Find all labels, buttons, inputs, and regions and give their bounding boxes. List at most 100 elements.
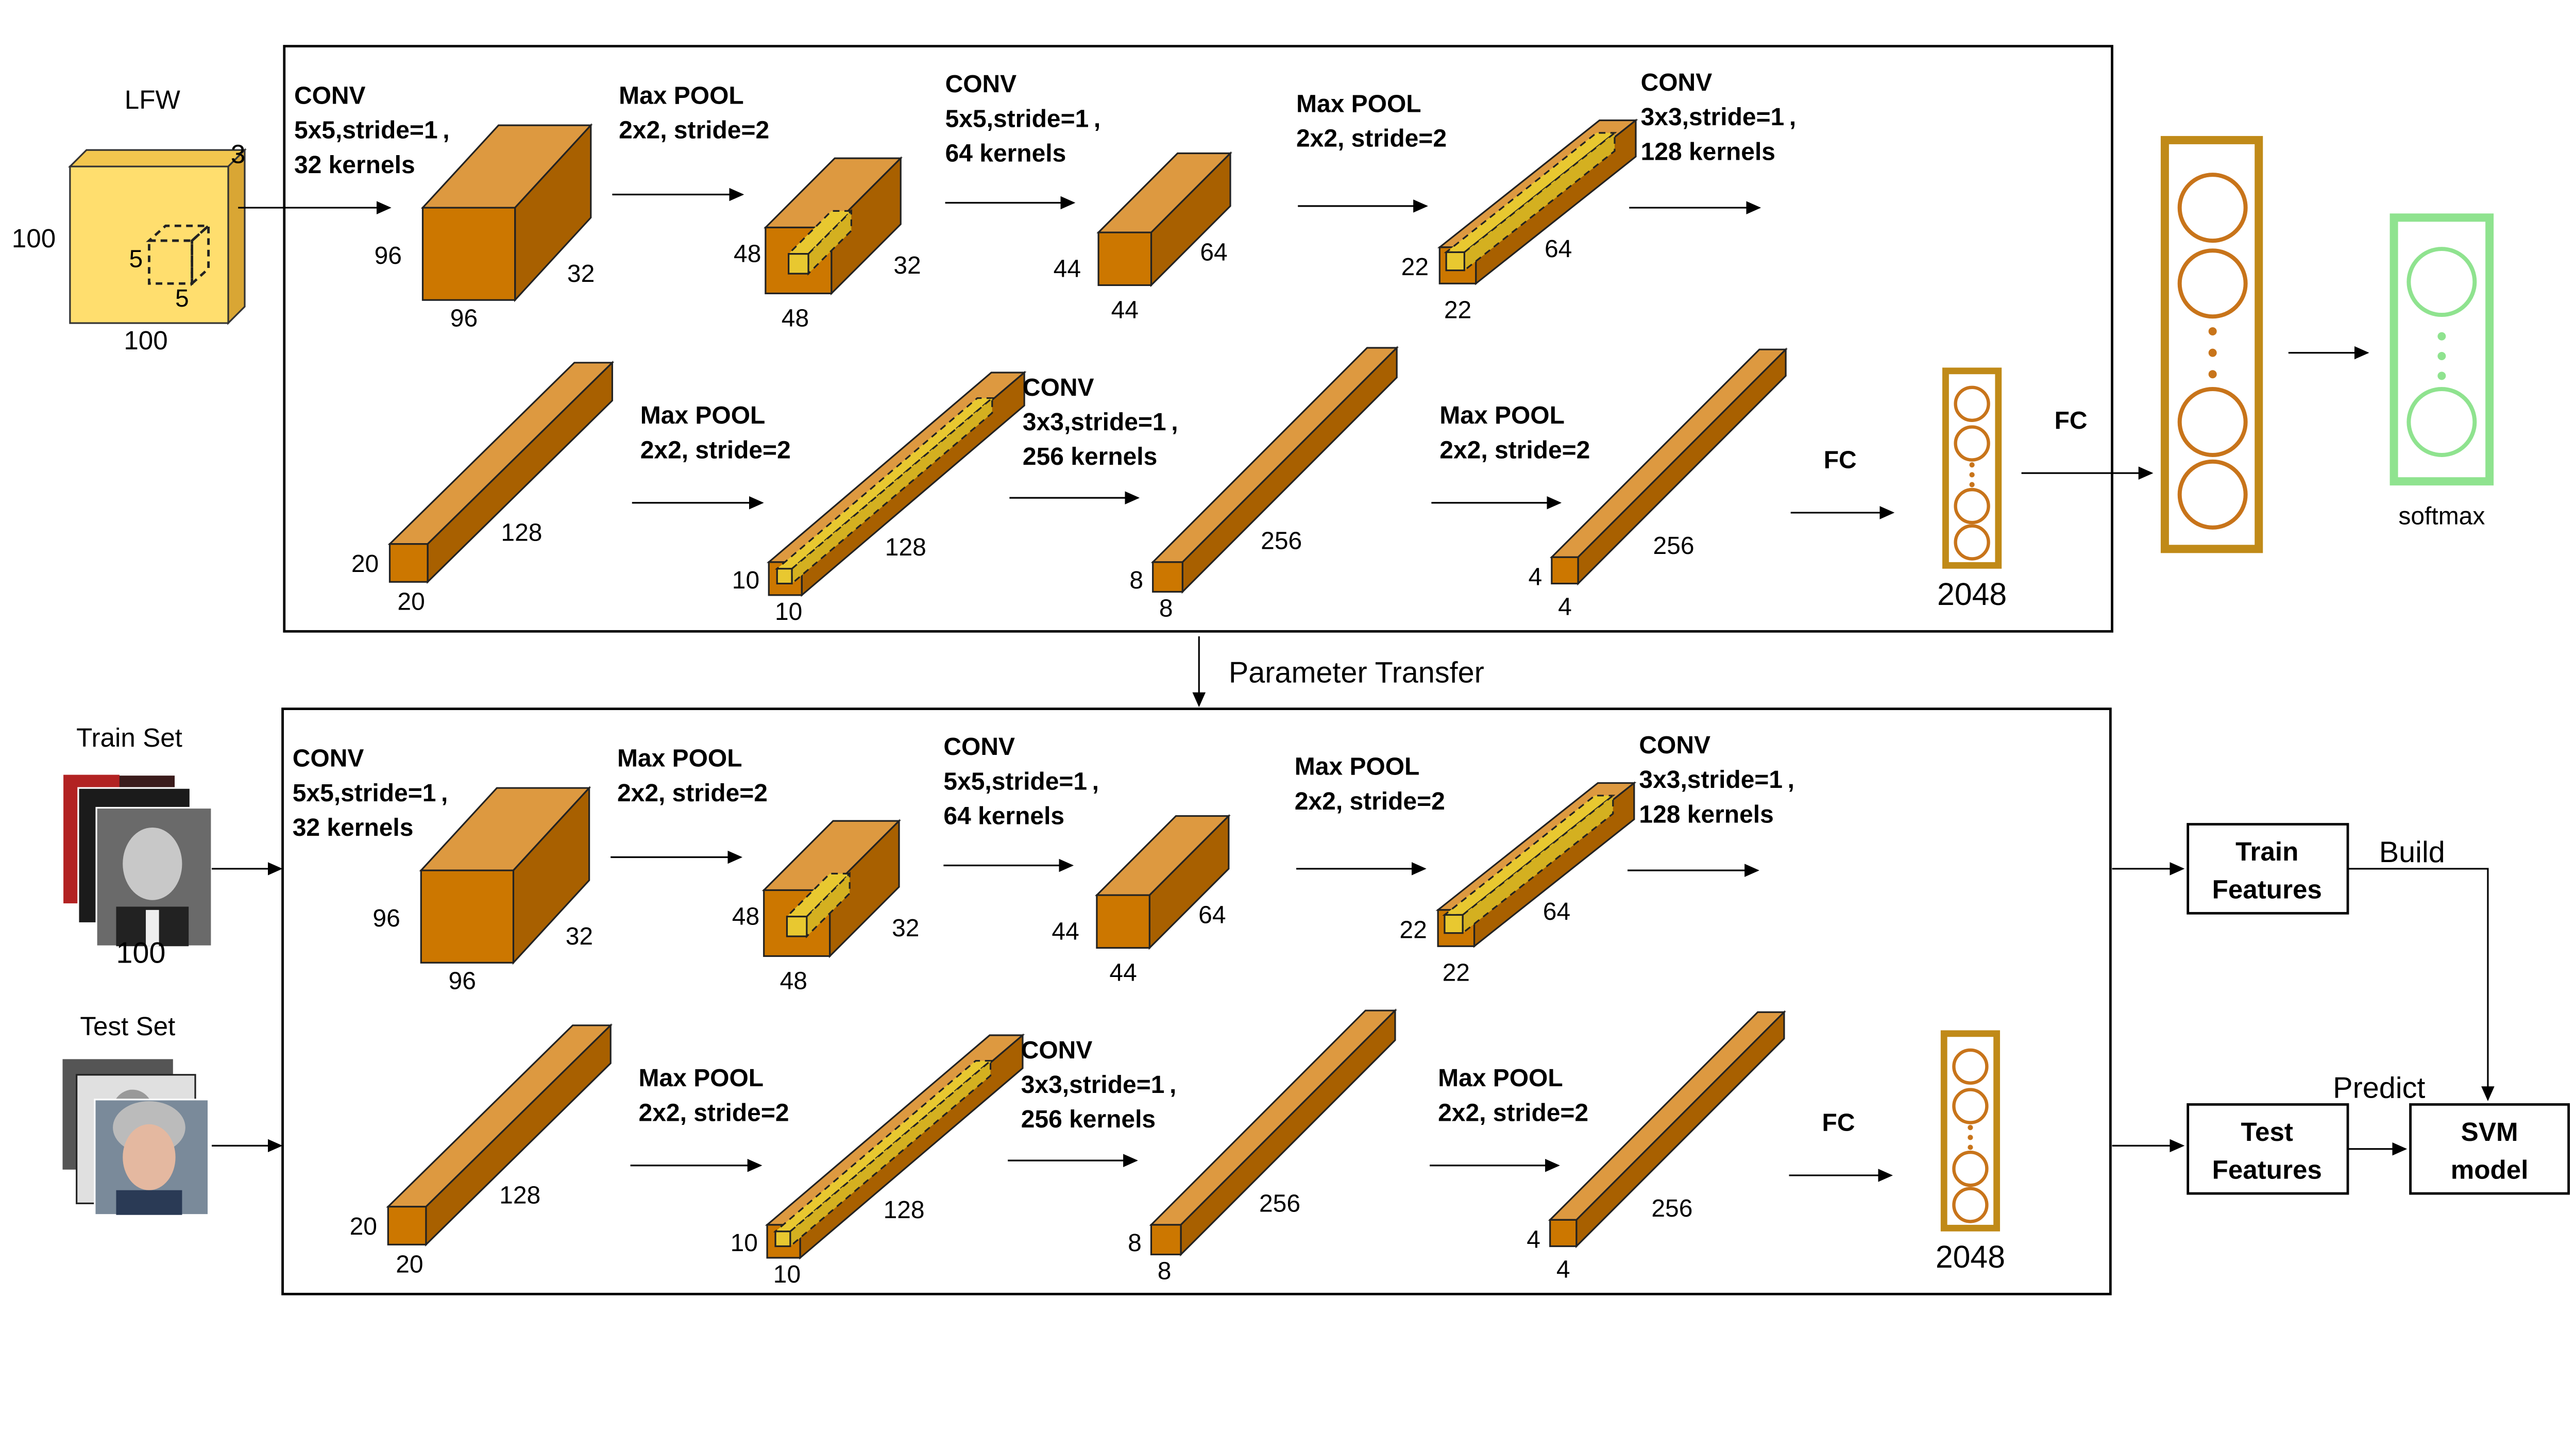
volume-depth-label: 256 [1259,1190,1300,1217]
layer-op-params: 2x2, stride=2 [639,1099,789,1126]
fc-2048-label: 2048 [1937,577,2007,612]
fc-neuron [1954,524,1990,561]
volume-height-label: 10 [731,1229,758,1257]
predict-label: Predict [2333,1072,2425,1105]
volume-front-face [1096,894,1150,949]
layer-op-kernels: 128 kernels [1639,801,1773,828]
layer-op-title: CONV [293,745,364,772]
volume-side-face [1181,346,1398,594]
volume-depth-label: 128 [499,1182,540,1209]
fc-neuron [1952,1187,1989,1223]
volume-depth-label: 32 [567,260,595,288]
feature-volume [764,156,903,296]
layer-op-title: Max POOL [1296,91,1421,118]
feature-volume [1096,151,1232,288]
fc-neuron [1954,487,1990,525]
layer-op-title: Max POOL [1295,753,1420,781]
layer-op-params: 5x5,stride=1 , [294,117,450,144]
kernel-front [776,568,793,585]
fc-label: FC [1824,447,1857,474]
test-set-label: Test Set [80,1012,175,1041]
layer-op-title: Max POOL [1439,402,1565,429]
test-features-line2: Features [2212,1155,2322,1184]
ellipsis-dot [1968,1125,1973,1131]
kernel-prism [786,209,854,276]
face-size-label: 100 [116,936,165,969]
volume-height-label: 48 [732,903,759,931]
kernel-window [146,223,212,287]
layer-op-title: Max POOL [639,1065,764,1092]
volume-front-face [388,543,429,583]
volume-height-label: 4 [1527,1226,1540,1254]
kernel-side [1463,131,1616,272]
volume-depth-label: 256 [1651,1195,1692,1222]
volume-height-label: 8 [1129,567,1143,594]
volume-height-label: 48 [734,241,761,268]
volume-side-face [425,1023,612,1247]
volume-front-face [421,207,516,301]
layer-op-params: 3x3,stride=1 , [1639,766,1794,794]
kernel-side [807,209,852,276]
volume-depth-label: 32 [566,923,593,950]
feature-volume [761,819,901,958]
feature-volume [387,360,615,584]
train-features-line1: Train [2235,837,2298,866]
volume-side-face [1180,1008,1396,1257]
volume-width-label: 48 [780,967,807,995]
layer-op-title: CONV [1021,1037,1093,1064]
volume-width-label: 8 [1159,595,1173,622]
volume-width-label: 20 [396,1251,423,1278]
hidden-fc-layer [2160,136,2263,553]
ellipsis-dot [2208,348,2217,357]
volume-width-label: 96 [449,967,476,995]
volume-front-face [1152,561,1183,593]
ellipsis-dot [2437,372,2446,380]
feature-volume [766,370,1027,597]
ellipsis-dot [1969,462,1975,468]
layer-op-kernels: 64 kernels [945,140,1066,167]
volume-depth-label: 128 [501,519,542,546]
volume-front-face [387,1206,427,1245]
feature-volume [1548,1010,1786,1249]
layer-op-title: Max POOL [617,745,742,772]
layer-op-title: Max POOL [640,402,766,429]
svm-line2: model [2451,1155,2529,1184]
volume-height-label: 4 [1529,564,1543,591]
layer-op-title: CONV [1641,69,1713,96]
layer-op-title: Max POOL [1438,1065,1563,1092]
volume-width-label: 48 [782,305,809,332]
layer-op-params: 3x3,stride=1 , [1023,409,1178,436]
volume-width-label: 22 [1444,296,1471,324]
layer-op-params: 2x2, stride=2 [1295,788,1445,815]
layer-op-kernels: 256 kernels [1021,1106,1156,1133]
fc-neuron [1954,385,1990,422]
volume-depth-label: 128 [884,1197,925,1224]
volume-depth-label: 128 [885,534,926,561]
kernel-front [774,1231,791,1248]
volume-depth-label: 64 [1198,901,1226,929]
parameter-transfer-label: Parameter Transfer [1229,656,1484,689]
volume-height-label: 10 [732,567,759,594]
volume-depth-label: 32 [893,252,921,279]
fc-2048-border [1940,1030,2001,1232]
svm-line1: SVM [2461,1117,2518,1147]
volume-height-label: 96 [375,242,402,269]
fc-2048-label: 2048 [1936,1239,2005,1274]
fc-neuron [1952,1048,1989,1085]
ellipsis-dot [2208,370,2217,379]
ellipsis-dot [2208,327,2217,336]
build-arrow [2348,868,2495,1101]
build-label: Build [2379,836,2445,869]
volume-width-label: 20 [397,588,425,616]
volume-depth-label: 64 [1200,239,1227,266]
lfw-input-image [68,148,247,325]
kernel-front [788,253,809,275]
volume-top-face [386,1024,613,1208]
volume-width-label: 10 [775,598,802,626]
layer-op-params: 2x2, stride=2 [619,117,769,144]
softmax-neuron [2406,386,2477,457]
layer-op-params: 3x3,stride=1 , [1021,1071,1177,1099]
layer-op-params: 3x3,stride=1 , [1641,104,1797,131]
